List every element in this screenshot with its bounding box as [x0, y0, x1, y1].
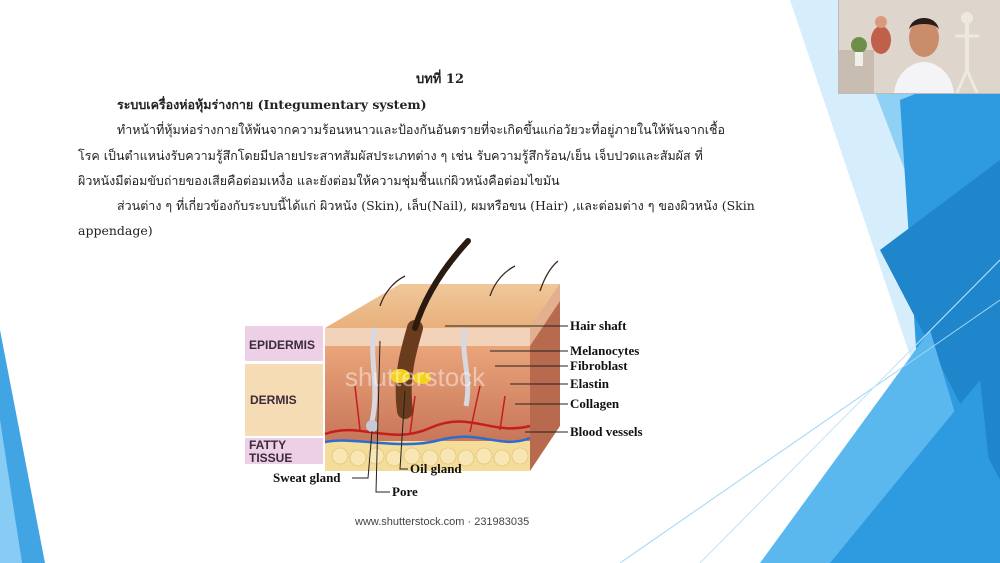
watermark-text: shutterstock [345, 362, 486, 392]
paragraph-line: โรค เป็นตำแหน่งรับความรู้สึกโดยมีปลายประ… [78, 148, 703, 163]
dermis-label: DERMIS [250, 393, 297, 407]
dermis-label-bg [245, 364, 323, 436]
fatty-tissue-label-line1: FATTY [249, 438, 286, 452]
epidermis-label-bg [245, 326, 323, 361]
paragraph-line: ผิวหนังมีต่อมขับถ่ายของเสียคือต่อมเหงื่อ… [78, 173, 560, 188]
chapter-title: บทที่ 12 [415, 72, 464, 87]
skin-anatomy-diagram: EPIDERMIS DERMIS FATTY TISSUE [245, 238, 643, 499]
blood-vessels-label: Blood vessels [570, 424, 643, 439]
image-credit: www.shutterstock.com · 231983035 [355, 516, 530, 528]
section-heading: ระบบเครื่องห่อหุ้มร่างกาย (Integumentary… [117, 97, 427, 112]
fatty-tissue-label-bg [245, 438, 323, 464]
fatty-tissue-label-line2: TISSUE [249, 451, 292, 465]
collagen-label: Collagen [570, 396, 620, 411]
epidermis-label: EPIDERMIS [249, 338, 315, 352]
melanocytes-label: Melanocytes [570, 343, 639, 358]
paragraph-line: ทำหน้าที่หุ้มห่อร่างกายให้พ้นจากความร้อน… [117, 122, 726, 137]
paragraph-line: ส่วนต่าง ๆ ที่เกี่ยวข้องกับระบบนี้ได้แก่… [117, 198, 755, 213]
fibroblast-label: Fibroblast [570, 358, 628, 373]
leader-lines [352, 325, 568, 493]
skin-block: shutterstock [324, 238, 560, 471]
sweat-gland-label: Sweat gland [273, 470, 341, 485]
oil-gland-label: Oil gland [410, 461, 462, 476]
presenter-webcam [838, 0, 1000, 94]
elastin-label: Elastin [570, 376, 610, 391]
paragraph-line: appendage) [78, 223, 153, 238]
pore-label: Pore [392, 484, 418, 499]
layer-labels: EPIDERMIS DERMIS FATTY TISSUE [245, 326, 323, 465]
part-labels: Hair shaft Melanocytes Fibroblast Elasti… [273, 318, 643, 499]
presenter-webcam-icon [839, 0, 1000, 93]
hair-shaft-label: Hair shaft [570, 318, 627, 333]
